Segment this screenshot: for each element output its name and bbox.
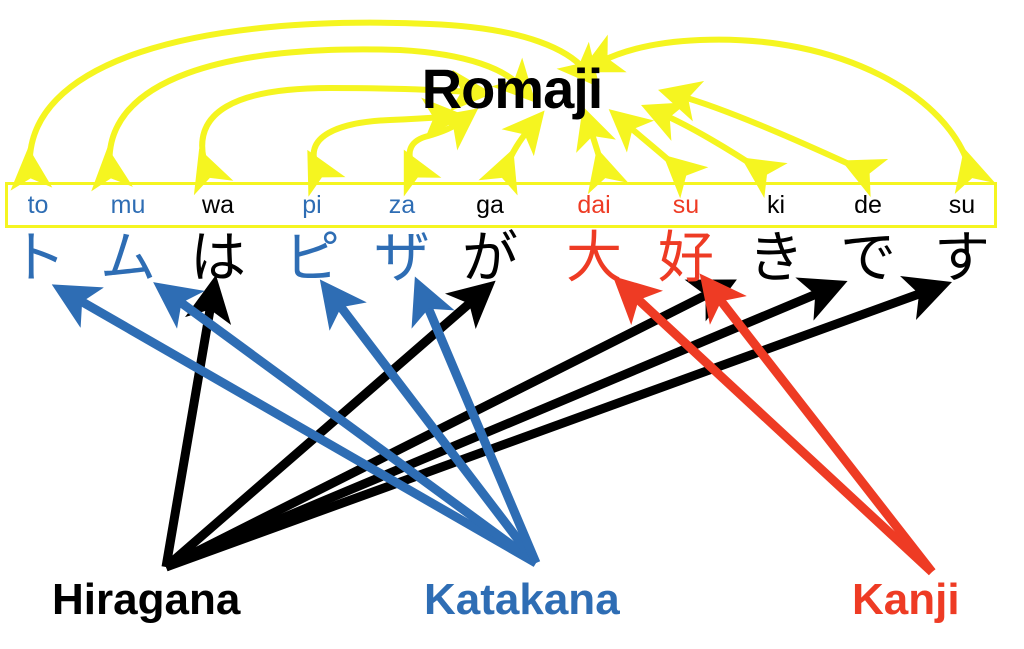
- katakana-link-arrows: [51, 276, 541, 567]
- kanji-arrow-dai: [612, 276, 936, 576]
- katakana-arrow-pi: [319, 279, 540, 566]
- romaji-arrow-to: [10, 19, 600, 191]
- hiragana-arrow-wa: [161, 274, 232, 568]
- japanese-character-5: が: [462, 226, 518, 291]
- romaji-link-arrows: [10, 19, 996, 199]
- hiragana-arrow-de: [164, 277, 848, 572]
- romaji-syllable-to-0: to: [27, 191, 49, 219]
- romaji-arrow-mu: [91, 46, 536, 192]
- japanese-character-9: で: [840, 226, 896, 291]
- kanji-link-arrows: [612, 273, 936, 576]
- romaji-syllable-ga-5: ga: [476, 191, 504, 219]
- japanese-character-7: 好: [658, 226, 714, 291]
- romaji-syllable-de-9: de: [854, 191, 882, 219]
- japanese-character-1: ム: [100, 226, 156, 291]
- katakana-arrow-to: [51, 284, 539, 567]
- hiragana-arrow-ga: [163, 280, 496, 571]
- hiragana-arrow-su: [164, 275, 952, 572]
- legend-hiragana[interactable]: Hiragana: [52, 575, 241, 624]
- japanese-character-0: ト: [10, 226, 66, 291]
- romaji-box: [5, 182, 997, 228]
- japanese-character-6: 大: [566, 226, 622, 291]
- hiragana-arrow-ki: [163, 279, 737, 572]
- romaji-syllable-su-7: su: [672, 191, 700, 219]
- romaji-syllable-dai-6: dai: [577, 191, 611, 219]
- romaji-syllable-su-10: su: [948, 191, 976, 219]
- legend-kanji[interactable]: Kanji: [852, 575, 960, 624]
- katakana-arrow-mu: [153, 282, 539, 567]
- romaji-syllable-mu-1: mu: [110, 191, 146, 219]
- romaji-syllable-ki-8: ki: [766, 191, 786, 219]
- japanese-character-3: ピ: [284, 226, 340, 291]
- japanese-character-8: き: [748, 226, 804, 291]
- romaji-arrow-ga: [478, 110, 545, 196]
- legend-katakana[interactable]: Katakana: [424, 575, 620, 624]
- romaji-arrow-wa: [193, 69, 493, 196]
- katakana-arrow-za: [411, 276, 541, 565]
- romaji-syllable-wa-2: wa: [202, 191, 234, 219]
- kanji-arrow-suki: [699, 273, 936, 575]
- japanese-character-2: は: [190, 226, 246, 291]
- page-title: Romaji: [421, 57, 604, 120]
- romaji-arrow-za: [403, 108, 479, 197]
- hiragana-link-arrows: [161, 274, 952, 572]
- japanese-character-4: ザ: [374, 226, 430, 291]
- romaji-syllable-za-4: za: [388, 191, 416, 219]
- romaji-arrow-su2: [579, 34, 996, 195]
- japanese-character-10: す: [934, 226, 990, 291]
- romaji-syllable-pi-3: pi: [302, 191, 322, 219]
